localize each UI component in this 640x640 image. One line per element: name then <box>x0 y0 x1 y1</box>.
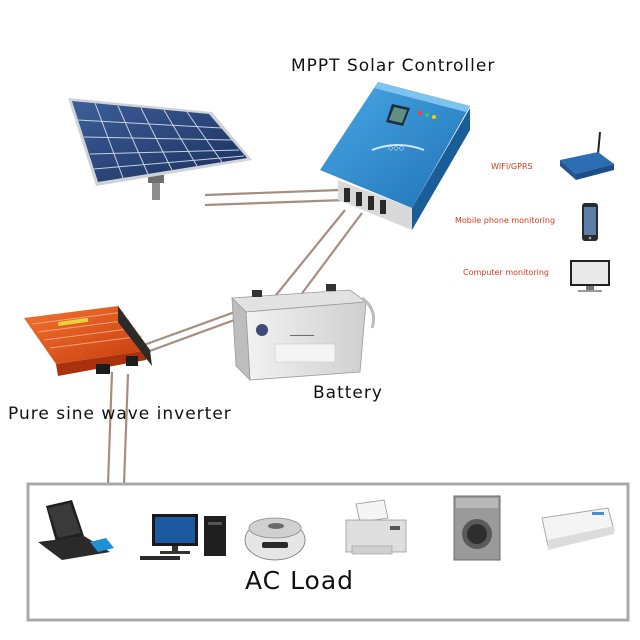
controller-terminals <box>344 188 386 214</box>
computer-monitoring-label: Computer monitoring <box>463 268 549 277</box>
inverter-icon <box>24 306 152 376</box>
controller-logo-dots: ◇◇◇ <box>388 144 405 152</box>
battery-side <box>231 296 251 382</box>
ac-load-label: AC Load <box>245 566 355 595</box>
wire-panel-ctrl-1 <box>204 188 341 197</box>
computer-monitor-icon <box>570 260 610 292</box>
wifi-gprs-label: WIFI/GPRS <box>491 162 533 171</box>
solar-panel-icon <box>68 98 252 200</box>
inverter-label: Pure sine wave inverter <box>8 404 232 424</box>
battery-handle <box>361 296 376 329</box>
battery-warning-panel <box>274 343 336 363</box>
ac-load-frame <box>26 482 630 622</box>
battery-label: Battery <box>313 383 383 403</box>
printer-icon <box>345 499 407 555</box>
wire-ctrl-battery-2 <box>299 212 363 297</box>
battery-terminal-neg <box>252 290 262 297</box>
controller-leds <box>418 111 436 119</box>
panel-cells <box>72 101 247 182</box>
desktop-pc-icon <box>140 514 226 560</box>
panel-grid <box>77 102 245 179</box>
laptop-icon <box>38 500 114 560</box>
battery-icon: ━━━━━━━━ <box>231 284 376 382</box>
rice-cooker-icon <box>244 517 306 561</box>
phone-icon <box>582 203 598 241</box>
wire-ctrl-battery-1 <box>271 209 346 301</box>
inverter-terminal <box>126 356 138 366</box>
battery-model-text: ━━━━━━━━ <box>289 333 315 339</box>
panel-pole <box>152 182 160 200</box>
air-conditioner-icon <box>541 507 615 550</box>
panel-pole-base <box>148 175 164 183</box>
wire-panel-ctrl-2 <box>204 198 346 207</box>
controller-label: MPPT Solar Controller <box>291 56 496 76</box>
battery-front <box>245 301 367 381</box>
washing-machine-icon <box>453 495 501 561</box>
wire-inverter-load-2 <box>122 373 130 485</box>
controller-top-strip <box>374 82 470 112</box>
wire-inverter-load-1 <box>106 371 114 485</box>
controller-logo-swoosh <box>371 144 425 151</box>
mppt-controller-icon: ◇◇◇ <box>320 82 470 230</box>
battery-logo <box>256 324 268 336</box>
controller-side <box>412 108 470 230</box>
inverter-socket <box>96 364 110 374</box>
inverter-fins <box>31 311 143 349</box>
router-icon <box>560 131 614 180</box>
inverter-label-strip <box>58 317 89 326</box>
mobile-monitoring-label: Mobile phone monitoring <box>455 216 556 225</box>
battery-terminal-pos <box>326 284 336 291</box>
inverter-end-cap <box>118 306 152 366</box>
controller-display-glow <box>389 107 407 123</box>
